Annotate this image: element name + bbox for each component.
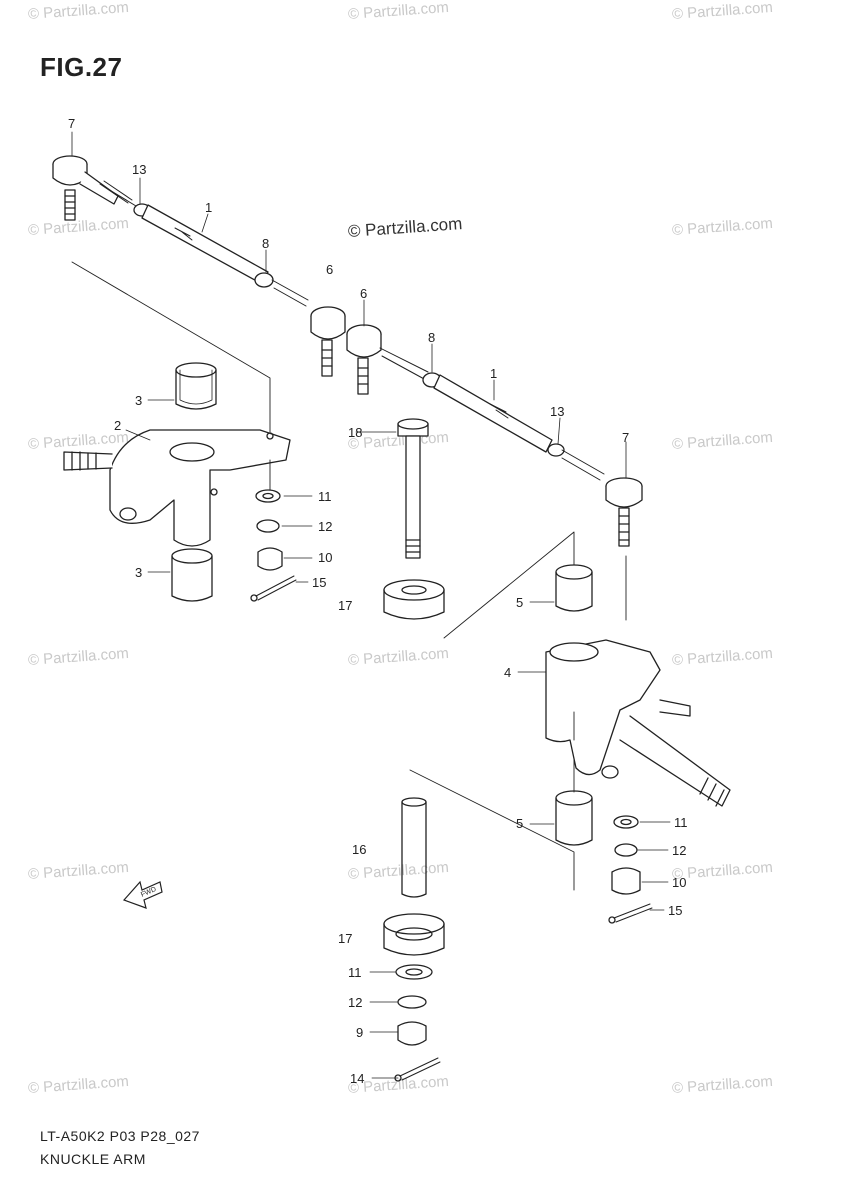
callout-label: 18 (348, 425, 363, 440)
callout-label: 13 (550, 404, 565, 419)
castle-nut-bottom (397, 1021, 427, 1046)
bushing-lower-left (171, 548, 213, 602)
spacer-bottom (397, 995, 427, 1009)
center-spacer-lower (383, 913, 445, 956)
model-code: LT-A50K2 P03 P28_027 (40, 1128, 200, 1144)
callout-label: 11 (318, 489, 332, 504)
callout-label: 3 (135, 565, 143, 580)
castle-nut-right (611, 867, 641, 895)
cotter-pin-bottom (399, 1057, 441, 1081)
bushing-lower-right (555, 790, 593, 846)
callout-label: 15 (312, 575, 327, 590)
tie-rod-end-right (605, 477, 643, 547)
tie-rod-tube-left (141, 204, 269, 285)
knuckle-left (63, 429, 291, 547)
cotter-pin-right (613, 903, 653, 923)
callout-label: 11 (674, 815, 688, 830)
callout-label: 10 (672, 875, 687, 890)
tie-rod-tube-right (433, 374, 553, 453)
callout-label: 7 (68, 116, 76, 131)
callout-label: 13 (132, 162, 147, 177)
callout-label: 9 (356, 1025, 364, 1040)
callout-label: 12 (672, 843, 687, 858)
callout-label: 14 (350, 1071, 365, 1086)
washer-left (255, 489, 281, 503)
washer-right (613, 815, 639, 829)
tie-rod-end-6-left (310, 306, 346, 377)
pivot-shaft (401, 797, 427, 898)
lock-nut-8-left (254, 272, 274, 288)
castle-nut-left (257, 547, 283, 571)
spacer-right (614, 843, 638, 857)
knuckle-right (545, 639, 731, 807)
callout-label: 6 (326, 262, 334, 277)
tie-rod-end-left (52, 155, 137, 221)
callout-label: 1 (205, 200, 213, 215)
callout-label: 1 (490, 366, 498, 381)
callout-label: 12 (348, 995, 363, 1010)
figure-title: FIG.27 (40, 52, 123, 82)
section-name: KNUCKLE ARM (40, 1151, 146, 1167)
callout-label: 8 (428, 330, 436, 345)
spacer-left (256, 519, 280, 533)
lock-nut-right (547, 443, 565, 457)
callout-label: 6 (360, 286, 368, 301)
callout-label: 4 (504, 665, 512, 680)
callout-label: 8 (262, 236, 270, 251)
callout-label: 17 (338, 931, 353, 946)
center-bolt (397, 418, 429, 559)
bushing-upper-left (175, 362, 217, 410)
center-spacer-upper (383, 579, 445, 620)
callout-label: 7 (622, 430, 630, 445)
callout-label: 11 (348, 965, 362, 980)
callout-label: 5 (516, 595, 524, 610)
cotter-pin-left (255, 575, 297, 601)
bushing-upper-right (555, 564, 593, 612)
callout-label: 5 (516, 816, 524, 831)
washer-bottom (395, 964, 433, 980)
callout-label: 17 (338, 598, 353, 613)
tie-rod-end-6-right (346, 324, 429, 395)
callout-label: 16 (352, 842, 367, 857)
callout-label: 12 (318, 519, 333, 534)
callout-label: 15 (668, 903, 683, 918)
forward-arrow-icon: FWD (122, 880, 163, 909)
callout-label: 2 (114, 418, 122, 433)
callout-label: 3 (135, 393, 143, 408)
callout-label: 10 (318, 550, 333, 565)
